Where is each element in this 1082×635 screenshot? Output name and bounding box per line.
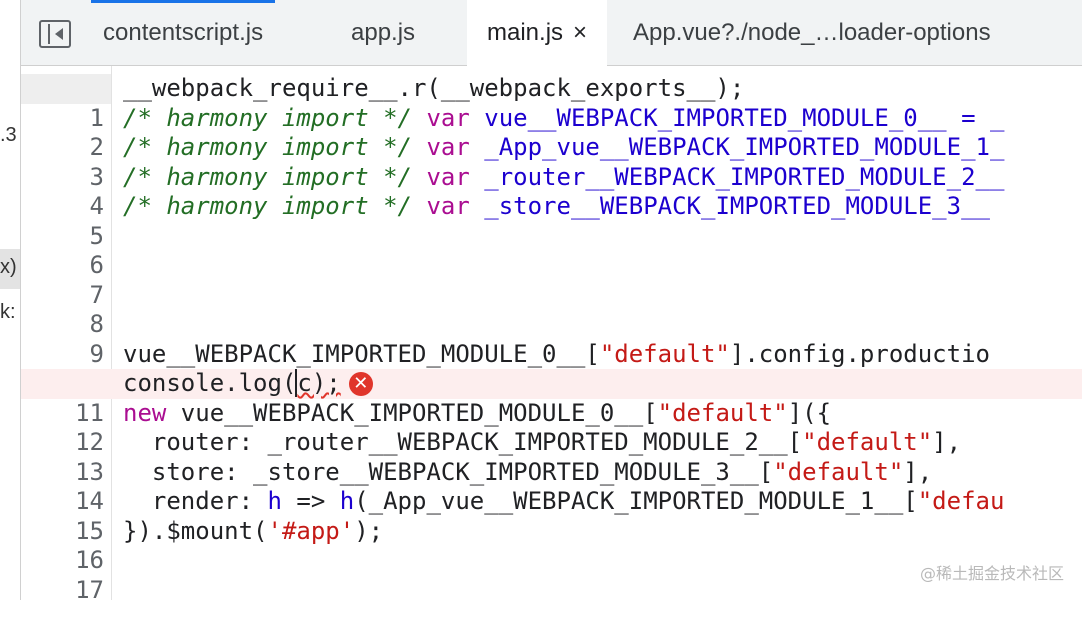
code-text: render: — [123, 487, 268, 515]
code-string: "default" — [599, 339, 730, 368]
left-panel-fragment: x) — [0, 256, 17, 278]
code-line: 6 — [21, 222, 1082, 279]
code-line: 2 /* harmony import */ var vue__WEBPACK_… — [21, 103, 1082, 162]
code-comment: /* harmony import */ — [123, 103, 412, 132]
left-sidebar-panel: .3 x) k: — [0, 0, 21, 600]
code-keyword: var — [426, 133, 470, 161]
code-string: '#app' — [267, 516, 355, 545]
code-text: }).$mount( — [123, 516, 268, 545]
code-line: 14 store: _store__WEBPACK_IMPORTED_MODUL… — [21, 457, 1082, 516]
code-identifier: _store__WEBPACK_IMPORTED_MODULE_3__ — [484, 192, 990, 220]
line-number: 12 — [75, 428, 104, 456]
tab-label: App.vue?./node_…loader-options — [633, 19, 991, 46]
code-identifier: _router__WEBPACK_IMPORTED_MODULE_2__ — [484, 162, 1005, 191]
tab-label: main.js — [487, 19, 564, 46]
code-identifier: _App_vue__WEBPACK_IMPORTED_MODULE_1_ — [484, 133, 1005, 161]
code-line: 5 /* harmony import */ var _store__WEBPA… — [21, 192, 1082, 250]
code-line: 12 new vue__WEBPACK_IMPORTED_MODULE_0__[… — [21, 398, 1082, 457]
line-number: 9 — [89, 339, 104, 368]
tab-app-js[interactable]: app.js — [339, 0, 427, 65]
code-identifier: vue__WEBPACK_IMPORTED_MODULE_0__ = _ — [484, 103, 1005, 132]
code-line: 1 __webpack_require__.r(__webpack_export… — [21, 74, 1082, 132]
code-comment: /* harmony import */ — [123, 162, 412, 191]
line-number: 17 — [75, 575, 104, 604]
code-text: __webpack_require__.r(__webpack_exports_… — [123, 74, 745, 102]
tab-contentscript[interactable]: contentscript.js — [91, 0, 276, 65]
code-text: ); — [354, 516, 384, 545]
code-text: ], — [932, 428, 962, 456]
tab-label: app.js — [351, 19, 416, 46]
error-line: 11 console.log(c); ✕ — [21, 369, 1082, 427]
code-keyword: var — [426, 103, 470, 132]
line-number: 2 — [89, 133, 104, 161]
code-text: console.log( — [123, 369, 297, 397]
line-number: 5 — [89, 221, 104, 250]
code-text: => — [281, 487, 340, 515]
line-number: 8 — [89, 310, 104, 338]
code-text: store: _store__WEBPACK_IMPORTED_MODULE_3… — [123, 457, 774, 486]
code-line: 13 router: _router__WEBPACK_IMPORTED_MOD… — [21, 428, 1082, 486]
code-string: "default" — [657, 398, 788, 427]
line-number: 14 — [75, 487, 104, 515]
code-line: 9 — [21, 310, 1082, 368]
code-line: 8 — [21, 281, 1082, 338]
line-number: 11 — [75, 398, 104, 427]
code-line: 15 render: h => h(_App_vue__WEBPACK_IMPO… — [21, 487, 1082, 545]
current-line-highlight — [21, 74, 111, 104]
editor-tab-bar: contentscript.js app.js main.js × App.vue… — [21, 0, 1082, 66]
tab-app-vue[interactable]: App.vue?./node_…loader-options — [633, 0, 991, 65]
code-text: ], — [903, 457, 933, 486]
left-panel-highlight — [0, 249, 20, 289]
error-icon[interactable]: ✕ — [348, 372, 373, 396]
code-line: 10 vue__WEBPACK_IMPORTED_MODULE_0__["def… — [21, 339, 1082, 398]
code-text: ]({ — [787, 398, 832, 427]
code-keyword: var — [426, 162, 470, 191]
code-line: 17 — [21, 546, 1082, 604]
left-panel-fragment: k: — [0, 301, 16, 323]
line-number: 6 — [89, 251, 104, 279]
code-text: (_App_vue__WEBPACK_IMPORTED_MODULE_1__[ — [354, 487, 918, 515]
code-editor[interactable]: 1 __webpack_require__.r(__webpack_export… — [21, 66, 1082, 604]
code-string: "default" — [802, 428, 933, 456]
line-number: 4 — [89, 192, 104, 220]
code-line: 4 /* harmony import */ var _router__WEBP… — [21, 162, 1082, 221]
code-line: 16 }).$mount('#app'); — [21, 516, 1082, 575]
line-number: 13 — [75, 457, 104, 486]
line-number-gutter — [21, 66, 112, 600]
error-underline: c); — [297, 369, 341, 397]
code-identifier: h — [267, 487, 282, 515]
code-keyword: new — [123, 398, 167, 427]
code-identifier: h — [339, 487, 355, 515]
line-number: 16 — [75, 546, 104, 574]
line-number: 15 — [75, 516, 104, 545]
code-text: ].config.productio — [729, 339, 990, 368]
code-text: vue__WEBPACK_IMPORTED_MODULE_0__[ — [123, 339, 600, 368]
code-string: "default" — [773, 457, 904, 486]
tab-label: contentscript.js — [103, 19, 264, 46]
line-number: 7 — [89, 280, 104, 309]
code-comment: /* harmony import */ — [123, 192, 412, 220]
code-line: 7 — [21, 251, 1082, 309]
code-text: router: _router__WEBPACK_IMPORTED_MODULE… — [123, 428, 803, 456]
code-comment: /* harmony import */ — [123, 133, 412, 161]
line-number: 3 — [89, 162, 104, 191]
code-string: "defau — [917, 487, 1005, 515]
close-tab-icon[interactable]: × — [573, 19, 588, 46]
code-keyword: var — [426, 192, 470, 220]
code-text: vue__WEBPACK_IMPORTED_MODULE_0__[ — [166, 398, 658, 427]
code-line: 3 /* harmony import */ var _App_vue__WEB… — [21, 133, 1082, 191]
tab-main-js[interactable]: main.js × — [467, 0, 608, 66]
left-panel-fragment: .3 — [0, 124, 17, 146]
line-number: 1 — [89, 103, 104, 132]
toggle-navigator-icon[interactable] — [39, 20, 71, 48]
watermark: @稀土掘金技术社区 — [919, 564, 1064, 583]
